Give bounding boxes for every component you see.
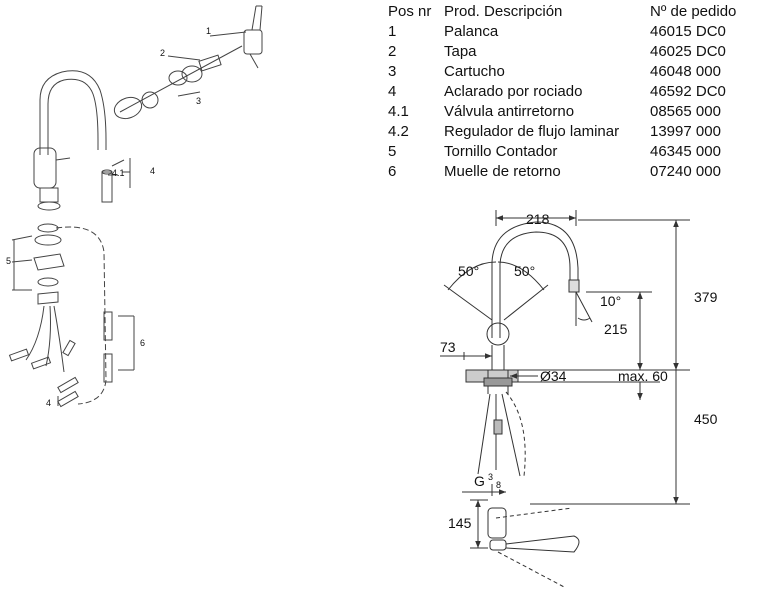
row-desc: Tapa [444, 43, 477, 60]
faucet-body-circle [486, 322, 510, 346]
callout-1: 1 [206, 26, 211, 36]
callout-5: 5 [6, 256, 11, 266]
row-desc: Regulador de flujo laminar [444, 123, 620, 140]
row-num: 46025 DC0 [650, 43, 726, 60]
lever-handle [243, 29, 263, 55]
callout-4-bottom: 4 [46, 398, 51, 408]
exploded-view: 1 2 3 4 4.1 5 6 4 [6, 5, 263, 408]
row-num: 07240 000 [650, 163, 721, 180]
row-num: 13997 000 [650, 123, 721, 140]
row-pos: 6 [388, 163, 397, 180]
dim-angle-10: 10° [600, 293, 621, 309]
callout-6: 6 [140, 338, 145, 348]
dim-218: 218 [526, 211, 550, 227]
header-desc: Prod. Descripción [444, 3, 563, 20]
spout-outline [491, 221, 579, 338]
row-num: 46048 000 [650, 63, 721, 80]
dim-215: 215 [604, 321, 628, 337]
header-pos: Pos nr [388, 3, 432, 20]
row-num: 46345 000 [650, 143, 721, 160]
callout-4-1: 4.1 [112, 168, 125, 178]
row-pos: 3 [388, 63, 397, 80]
dim-73: 73 [440, 339, 456, 355]
plan-view-body [487, 507, 507, 539]
dim-angle-50-left: 50° [458, 263, 479, 279]
row-desc: Palanca [444, 23, 499, 40]
row-pos: 4.2 [388, 123, 409, 140]
row-num: 46015 DC0 [650, 23, 726, 40]
callout-3: 3 [196, 96, 201, 106]
row-desc: Muelle de retorno [444, 163, 561, 180]
row-num: 46592 DC0 [650, 83, 726, 100]
row-pos: 2 [388, 43, 397, 60]
header-num: Nº de pedido [650, 3, 737, 20]
callout-4: 4 [150, 166, 155, 176]
thread-frac-num: 3 [488, 472, 493, 482]
row-desc: Aclarado por rociado [444, 83, 583, 100]
dim-450: 450 [694, 411, 718, 427]
dim-max-60: max. 60 [618, 368, 668, 384]
dim-diameter-34: Ø34 [540, 368, 567, 384]
row-pos: 1 [388, 23, 397, 40]
row-num: 08565 000 [650, 103, 721, 120]
faucet-spout [39, 70, 107, 155]
thread-main: G [474, 473, 485, 489]
row-desc: Tornillo Contador [444, 143, 558, 160]
dim-angle-50-right: 50° [514, 263, 535, 279]
dim-145: 145 [448, 515, 472, 531]
row-desc: Válvula antirretorno [444, 103, 575, 120]
row-pos: 4.1 [388, 103, 409, 120]
row-pos: 5 [388, 143, 397, 160]
dim-379: 379 [694, 289, 718, 305]
thread-frac-den: 8 [496, 480, 501, 490]
row-desc: Cartucho [444, 63, 505, 80]
callout-2: 2 [160, 48, 165, 58]
thread-label: G [474, 473, 485, 489]
row-pos: 4 [388, 83, 397, 100]
